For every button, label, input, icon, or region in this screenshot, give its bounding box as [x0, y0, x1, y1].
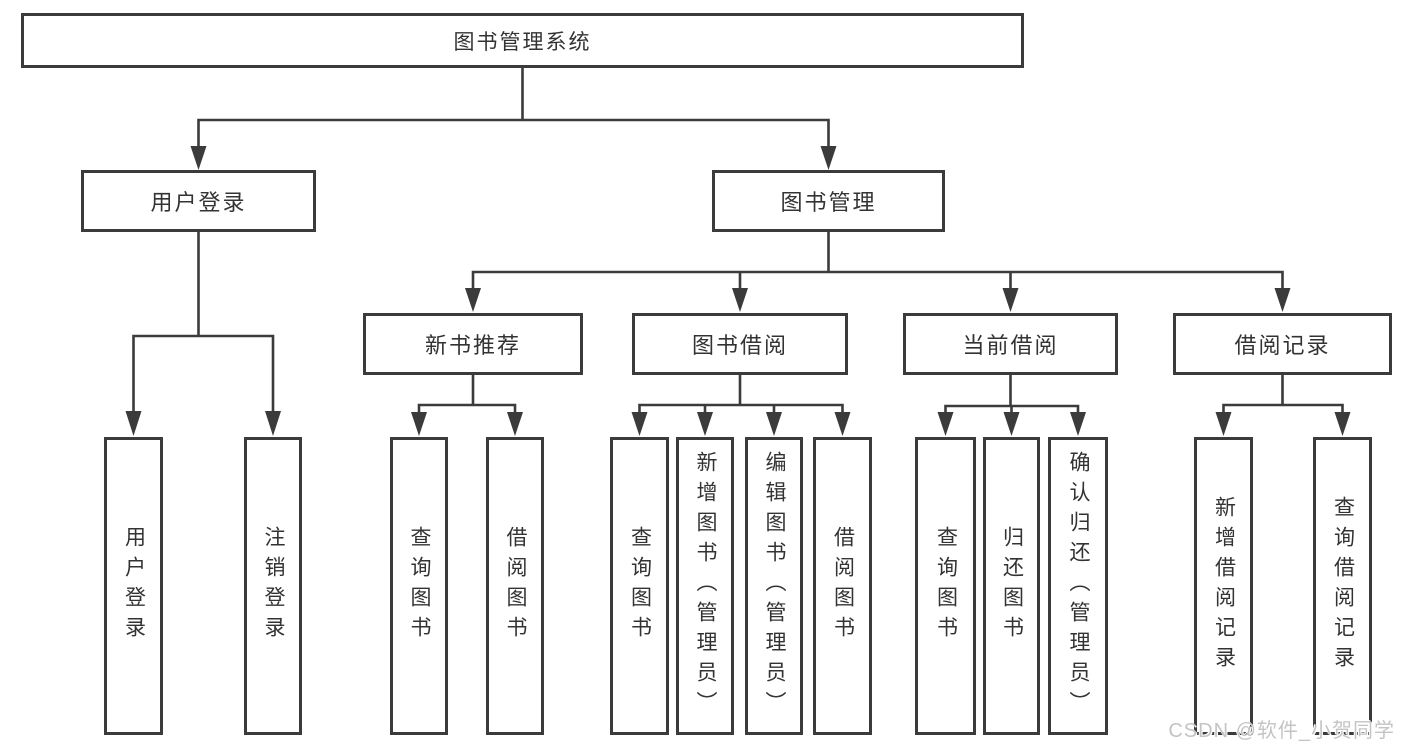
leaf-add-books-admin: 新增图书（管理员） [676, 437, 734, 735]
leaf-label: 用户登录 [122, 526, 146, 646]
node-new-book-recommend: 新书推荐 [363, 313, 583, 375]
connector-currentborrow-to-leaves [937, 374, 1086, 436]
leaf-label: 借阅图书 [831, 526, 855, 646]
leaf-query-books-current: 查询图书 [915, 437, 976, 735]
connector-userlogin-to-leaves [125, 231, 281, 436]
node-user-login: 用户登录 [81, 170, 316, 232]
leaf-label: 归还图书 [1000, 526, 1024, 646]
connector-root-to-level2 [190, 67, 837, 170]
leaf-query-books-recommend: 查询图书 [390, 437, 448, 735]
leaf-query-borrow-record: 查询借阅记录 [1313, 437, 1372, 735]
node-book-management: 图书管理 [712, 170, 945, 232]
node-book-borrowing: 图书借阅 [632, 313, 848, 375]
node-current-borrowing: 当前借阅 [903, 313, 1118, 375]
leaf-label: 查询图书 [628, 526, 652, 646]
leaf-add-borrow-record: 新增借阅记录 [1194, 437, 1253, 735]
node-root-system: 图书管理系统 [21, 13, 1024, 68]
connector-bookmgmt-to-level3 [465, 231, 1291, 312]
leaf-return-books: 归还图书 [983, 437, 1040, 735]
leaf-label: 新增借阅记录 [1212, 496, 1236, 676]
leaf-user-login: 用户登录 [104, 437, 163, 735]
connector-newbookrec-to-leaves [411, 374, 523, 436]
leaf-label: 注销登录 [262, 526, 286, 646]
leaf-label: 查询借阅记录 [1331, 496, 1355, 676]
leaf-label: 查询图书 [408, 526, 432, 646]
leaf-query-books-borrowing: 查询图书 [610, 437, 669, 735]
leaf-label: 新增图书（管理员） [694, 451, 718, 721]
leaf-label: 编辑图书（管理员） [763, 451, 787, 721]
connector-bookborrow-to-leaves [631, 374, 851, 436]
leaf-label: 查询图书 [934, 526, 958, 646]
leaf-borrow-books-borrowing: 借阅图书 [813, 437, 872, 735]
leaf-borrow-books-recommend: 借阅图书 [486, 437, 544, 735]
connector-borrowrecords-to-leaves [1215, 374, 1351, 436]
leaf-label: 确认归还（管理员） [1067, 451, 1091, 721]
csdn-watermark: CSDN @软件_小贺同学 [1168, 720, 1395, 742]
leaf-edit-books-admin: 编辑图书（管理员） [745, 437, 803, 735]
leaf-label: 借阅图书 [504, 526, 528, 646]
leaf-logout: 注销登录 [244, 437, 302, 735]
leaf-confirm-return-admin: 确认归还（管理员） [1048, 437, 1108, 735]
node-borrowing-records: 借阅记录 [1173, 313, 1392, 375]
